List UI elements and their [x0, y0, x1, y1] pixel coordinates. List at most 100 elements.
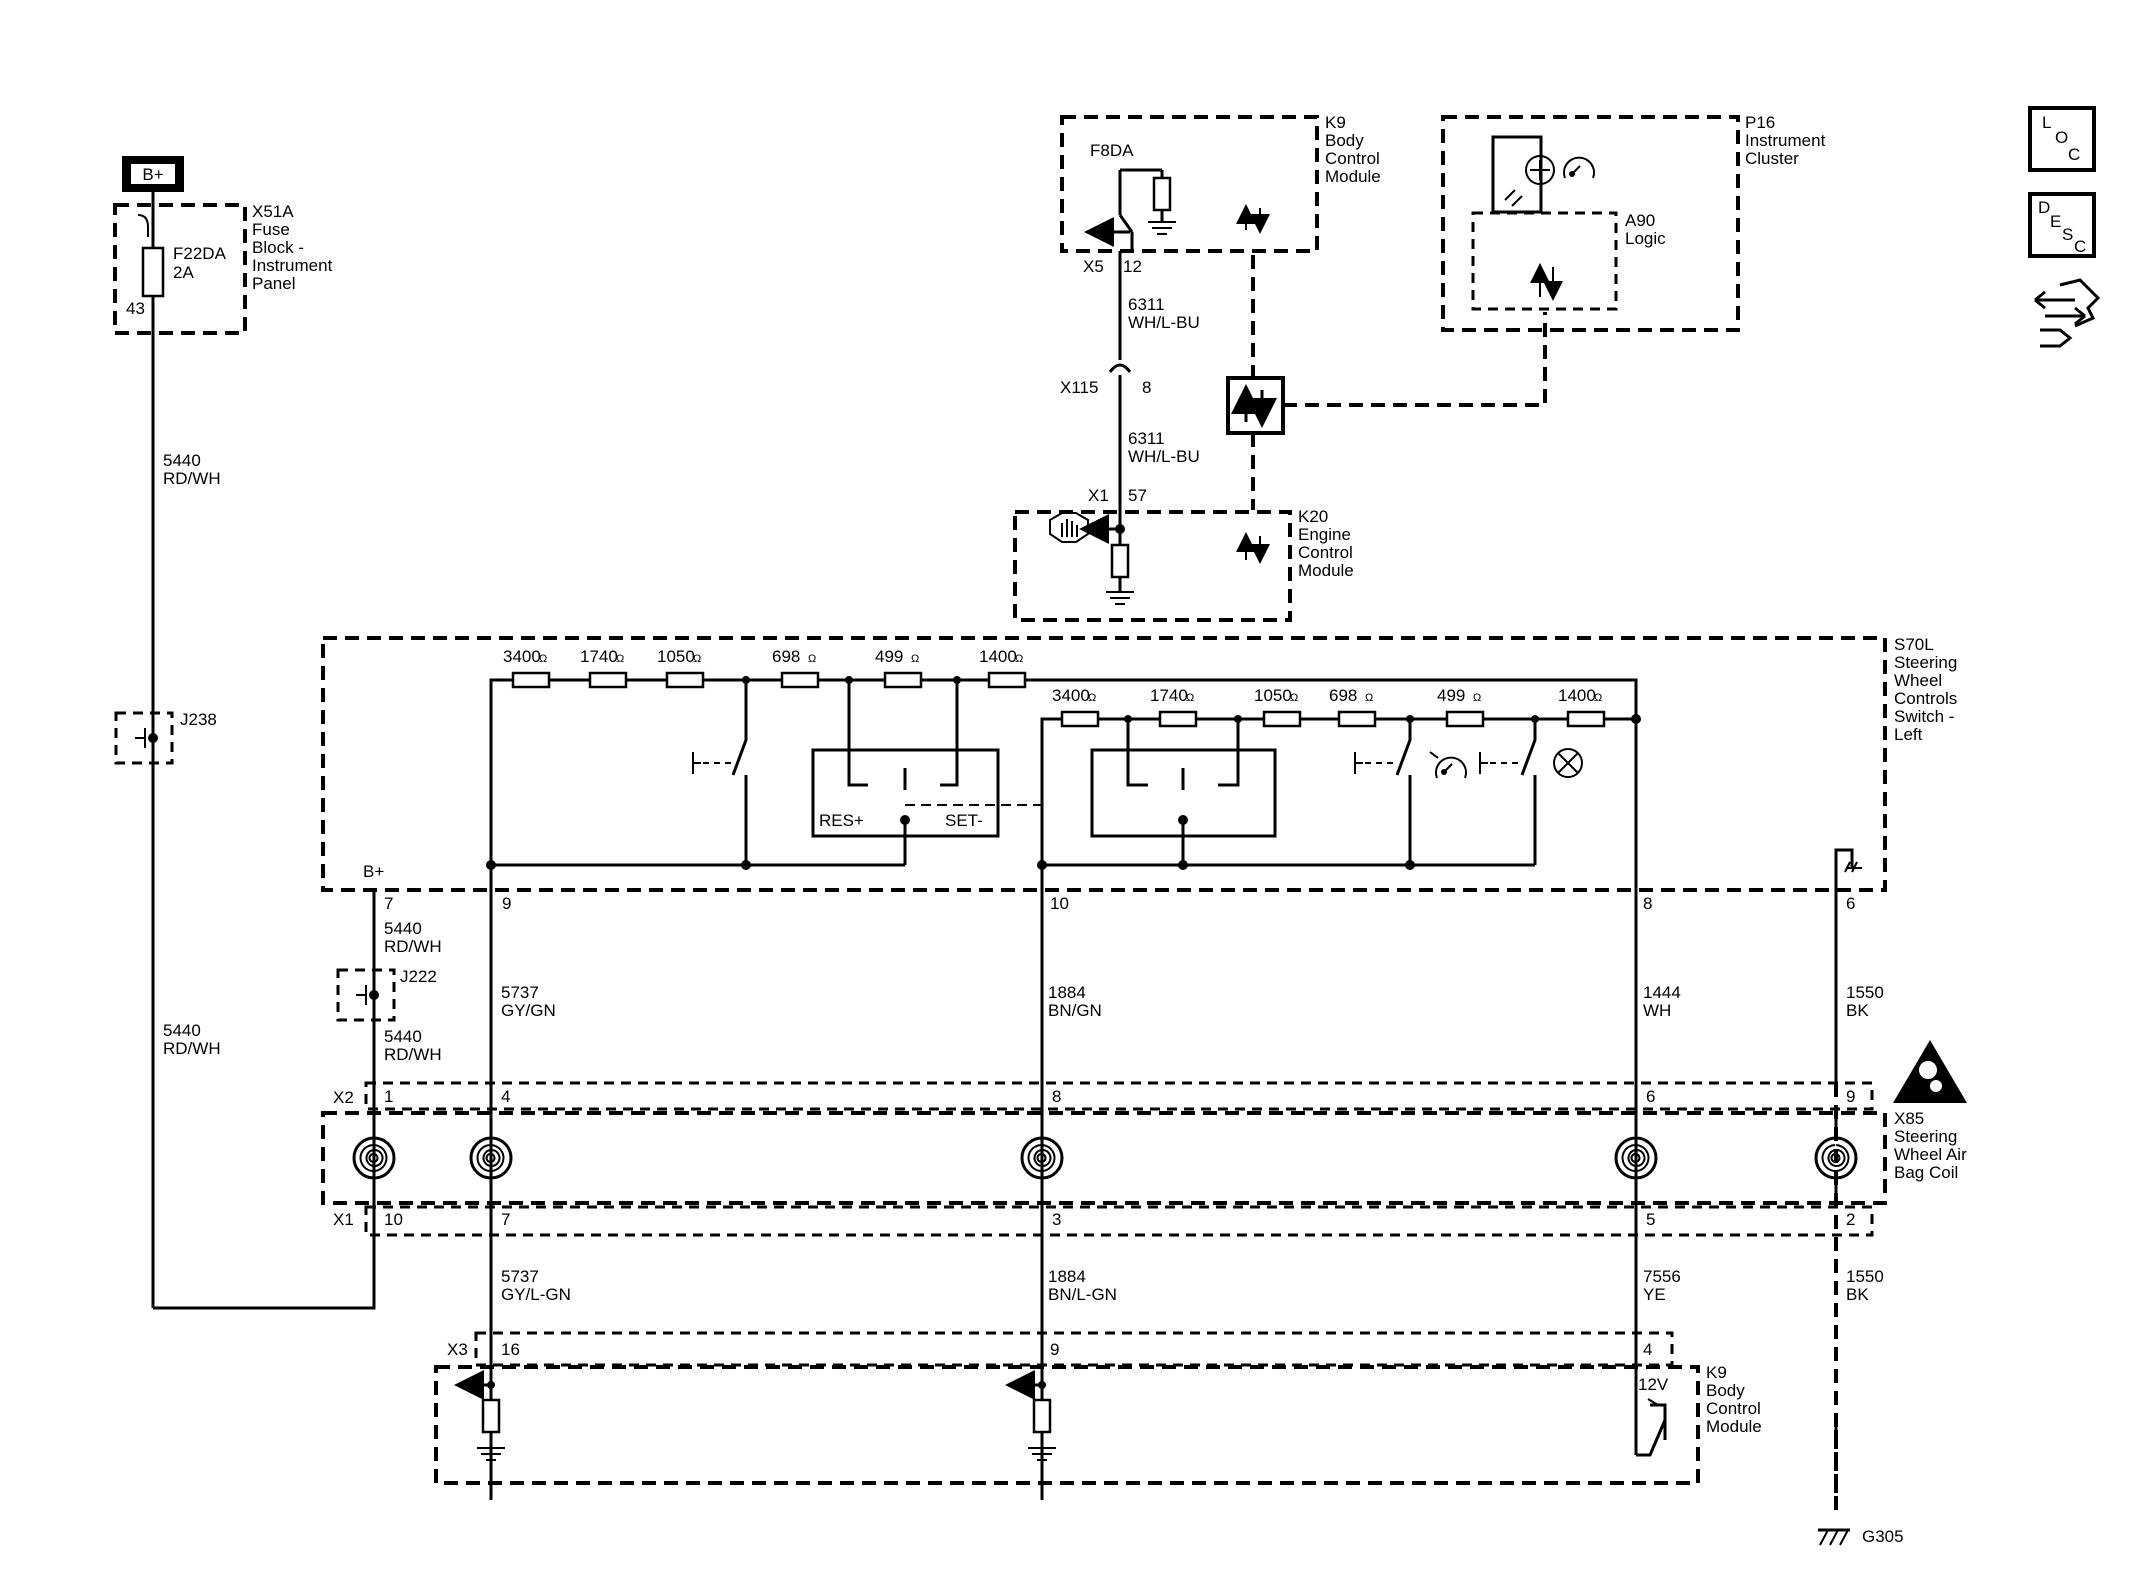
- fuse-block-x51a: F22DA 2A 43 X51A Fuse Block - Instrument…: [113, 202, 333, 335]
- splice-label: J222: [400, 967, 437, 986]
- wire-color: WH/L-BU: [1128, 313, 1200, 332]
- resistor: [1445, 710, 1485, 728]
- switch-pin: 9: [502, 894, 511, 913]
- module-name-3: Module: [1325, 167, 1381, 186]
- resistor-unit: Ω: [808, 653, 816, 665]
- steering-wheel-controls-switch-left: S70L Steering Wheel Controls Switch - Le…: [321, 635, 1957, 913]
- coil-x2-pin: 8: [1052, 1087, 1061, 1106]
- switch-name-3: Controls: [1894, 689, 1957, 708]
- module-name-3: Module: [1706, 1417, 1762, 1436]
- nav-letter: E: [2050, 212, 2061, 231]
- module-name-1: Body: [1706, 1381, 1745, 1400]
- resistor-value: 1050: [657, 647, 695, 666]
- wire-label: 5737: [501, 983, 539, 1002]
- resistor-value: 1740: [1150, 686, 1188, 705]
- serial-data-bus: [1226, 255, 1547, 510]
- resistor-value: 1050: [1254, 686, 1292, 705]
- nav-letter: S: [2062, 225, 2073, 244]
- resistor: [1566, 710, 1606, 728]
- cruise-control-icon: [1429, 751, 1467, 779]
- coil-x2-pin: 9: [1846, 1087, 1855, 1106]
- module-name-3: Module: [1298, 561, 1354, 580]
- wire-label: 5737: [501, 1267, 539, 1286]
- wire-color: BN/L-GN: [1048, 1285, 1117, 1304]
- module-name-2: Control: [1706, 1399, 1761, 1418]
- resistor-unit: Ω: [1186, 692, 1194, 704]
- wire-label: 5440: [163, 451, 201, 470]
- resistor-value: 1400: [979, 647, 1017, 666]
- resistor-unit: Ω: [1473, 692, 1481, 704]
- inline-connector-ref: X115: [1060, 378, 1098, 397]
- coil-x1-ref: X1: [333, 1210, 354, 1229]
- resistor-unit: Ω: [1290, 692, 1298, 704]
- wire-color: RD/WH: [384, 1045, 442, 1064]
- description-button[interactable]: D E S C: [2028, 192, 2096, 258]
- switch-pin: 6: [1846, 894, 1855, 913]
- connector-ref: X5: [1083, 257, 1104, 276]
- switch-pin: 8: [1643, 894, 1652, 913]
- wire-label: 1550: [1846, 1267, 1884, 1286]
- diagnostic-tool-icon[interactable]: [2030, 278, 2101, 352]
- ground-g305: G305: [1818, 1527, 1904, 1546]
- coil-name-3: Bag Coil: [1894, 1163, 1958, 1182]
- fuse-block-name-1: Fuse: [252, 220, 290, 239]
- coil-ref: X85: [1894, 1109, 1924, 1128]
- coil-x2-pin: 6: [1646, 1087, 1655, 1106]
- wire-color: BK: [1846, 1001, 1869, 1020]
- splice-label: J238: [180, 710, 217, 729]
- coil-spring-icon: [1614, 1109, 1658, 1207]
- connector-pin: 57: [1128, 486, 1147, 505]
- connector-pin: 4: [1643, 1340, 1652, 1359]
- coil-x1-pin: 2: [1846, 1210, 1855, 1229]
- resistor-unit: Ω: [911, 653, 919, 665]
- resistor-unit: Ω: [1365, 692, 1373, 704]
- resistor-unit: Ω: [1594, 692, 1602, 704]
- module-name-1: Engine: [1298, 525, 1351, 544]
- stop-hand-icon: [1049, 512, 1089, 543]
- cruise-indicator-icon: [1563, 156, 1595, 179]
- resistor: [987, 671, 1027, 689]
- wire-label: 1884: [1048, 983, 1086, 1002]
- logic-name: Logic: [1625, 229, 1666, 248]
- resistor-value: 698: [772, 647, 800, 666]
- inline-connector-x115: X115 8: [1060, 363, 1151, 397]
- resistor-value: 499: [875, 647, 903, 666]
- supply-voltage-label: 12V: [1638, 1375, 1669, 1394]
- coil-spring-icon: [469, 1109, 513, 1207]
- logic-ref: A90: [1625, 211, 1655, 230]
- location-button[interactable]: L O C: [2028, 106, 2096, 172]
- connector-pin: 16: [501, 1340, 520, 1359]
- inline-connector-pin: 8: [1142, 378, 1151, 397]
- switch-name-1: Steering: [1894, 653, 1957, 672]
- connector-pin: 9: [1050, 1340, 1059, 1359]
- resistor-unit: Ω: [693, 653, 701, 665]
- resistor-value: 698: [1329, 686, 1357, 705]
- wire-color: WH/L-BU: [1128, 447, 1200, 466]
- wire-label: 7556: [1643, 1267, 1681, 1286]
- wire-color: BK: [1846, 1285, 1869, 1304]
- module-name-2: Control: [1325, 149, 1380, 168]
- resistor: [511, 671, 551, 689]
- fuse-rating: 2A: [173, 263, 194, 282]
- fuse-f22da: [141, 246, 165, 298]
- resistor: [1262, 710, 1302, 728]
- wire-label: 6311: [1128, 295, 1165, 314]
- engine-control-module-k20: X1 57 K20 Engine Control Module: [1013, 486, 1354, 622]
- switch-name-2: Wheel: [1894, 671, 1942, 690]
- instrument-cluster-p16: P16 Instrument Cluster A90 Logic: [1441, 113, 1826, 332]
- resistor-unit: Ω: [616, 653, 624, 665]
- module-ref: P16: [1745, 113, 1775, 132]
- cancel-icon: [1553, 748, 1583, 778]
- fuse-block-name-3: Instrument: [252, 256, 333, 275]
- connector-ref: X3: [447, 1340, 468, 1359]
- nav-letter: D: [2038, 198, 2050, 217]
- wire-label: 6311: [1128, 429, 1165, 448]
- switch-name-5: Left: [1894, 725, 1923, 744]
- wire-label: 5440: [163, 1021, 201, 1040]
- module-ref: K9: [1706, 1363, 1727, 1382]
- resistor: [1158, 710, 1198, 728]
- fuse-block-ref: X51A: [252, 202, 294, 221]
- switch-ref: S70L: [1894, 635, 1934, 654]
- body-control-module-bottom: X3 16 9 4 12V K9 Body Control Module: [434, 1331, 1762, 1485]
